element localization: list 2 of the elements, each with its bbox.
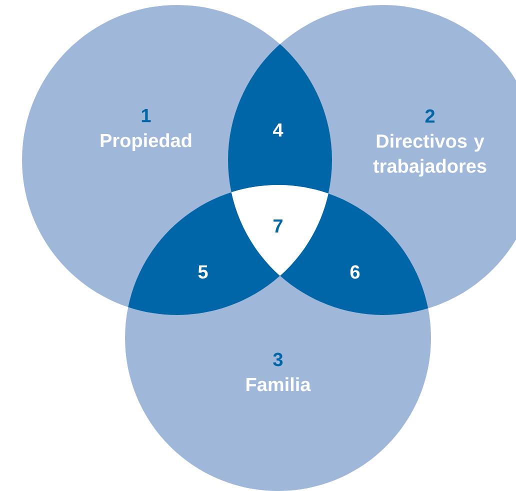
center-region: 7 (231, 185, 328, 276)
overlap-region: 4 (228, 44, 332, 194)
